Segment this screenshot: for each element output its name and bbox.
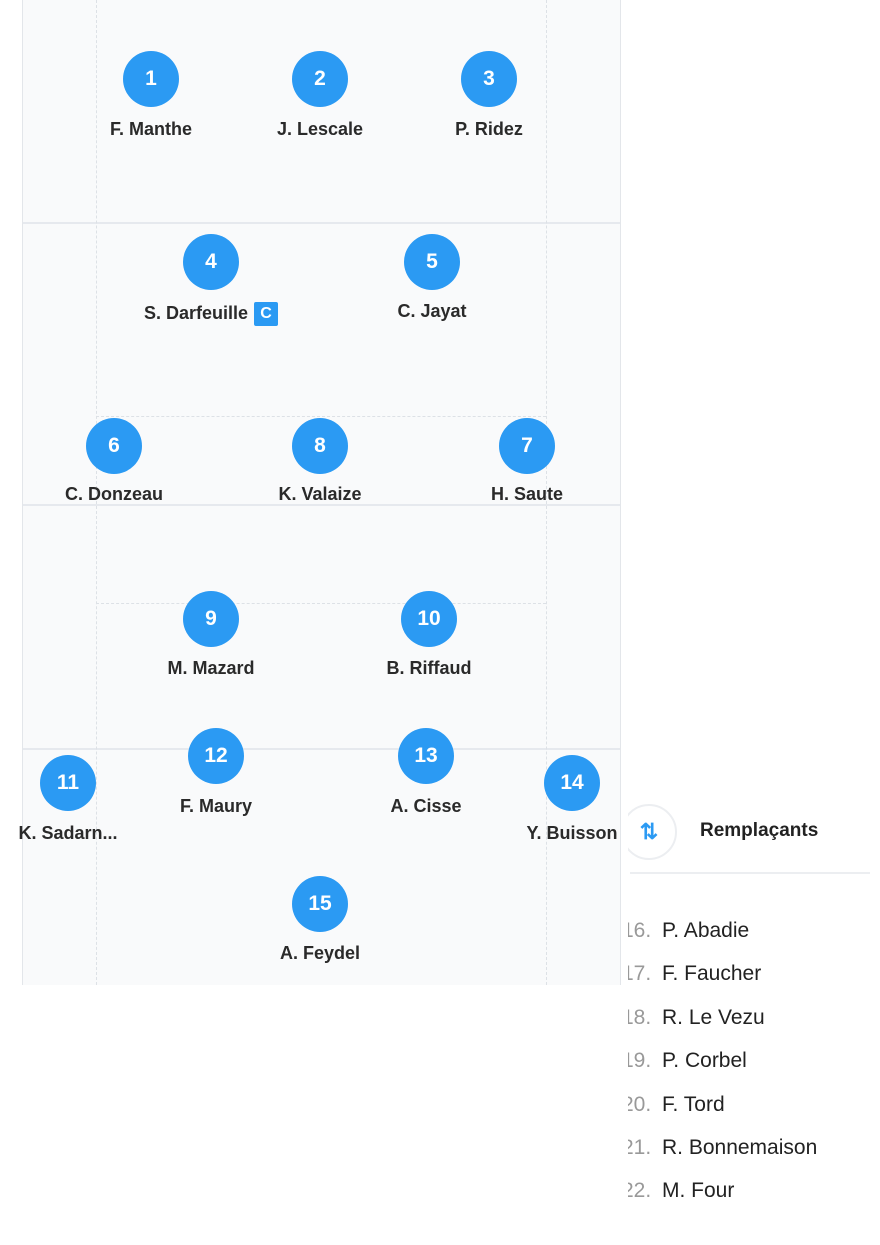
player-name-text: F. Maury — [179, 796, 253, 816]
player-number[interactable]: 10 — [401, 591, 457, 647]
field-line — [23, 748, 620, 750]
dashed-line — [96, 0, 97, 985]
substitutes-panel: ⇅ Remplaçants 16.P. Abadie17.F. Faucher1… — [628, 800, 880, 1220]
substitutes-title: Remplaçants — [700, 820, 819, 841]
substitute-name: P. Corbel — [662, 1049, 747, 1073]
player-number[interactable]: 8 — [292, 418, 348, 474]
player-name[interactable]: F. Manthe — [51, 119, 251, 140]
player-name-text: P. Ridez — [455, 119, 523, 139]
substitute-item[interactable]: 18. R. Le Vezu — [628, 1006, 765, 1030]
substitute-item[interactable]: 19. P. Corbel — [628, 1049, 747, 1073]
substitute-number: 22. — [628, 1179, 652, 1203]
dashed-line — [96, 603, 546, 604]
substitute-name: R. Le Vezu — [662, 1005, 765, 1029]
substitute-name: M. Four — [662, 1179, 735, 1203]
player-number[interactable]: 4 — [183, 234, 239, 290]
divider — [630, 872, 870, 874]
player-name-text: Y. Buisson — [526, 823, 618, 843]
player-number[interactable]: 7 — [499, 418, 555, 474]
player-name[interactable]: Y. Buisson — [472, 823, 672, 844]
player-name-text: A. Feydel — [279, 943, 361, 963]
substitute-name: F. Faucher — [662, 962, 762, 986]
player-name[interactable]: A. Feydel — [220, 943, 420, 964]
player-name-text: C. Jayat — [397, 301, 467, 321]
dashed-line — [546, 0, 547, 985]
player-number[interactable]: 9 — [183, 591, 239, 647]
player-number[interactable]: 6 — [86, 418, 142, 474]
player-name-text: B. Riffaud — [386, 658, 472, 678]
player-name[interactable]: K. Sadarn... — [0, 823, 168, 844]
player-name-text: A. Cisse — [390, 796, 462, 816]
substitute-name: P. Abadie — [662, 919, 750, 942]
player-number[interactable]: 13 — [398, 728, 454, 784]
player-number[interactable]: 5 — [404, 234, 460, 290]
player-name-text: J. Lescale — [276, 119, 364, 139]
player-name-text: K. Sadarn... — [18, 823, 118, 843]
player-name-text: H. Saute — [490, 484, 564, 504]
player-name[interactable]: B. Riffaud — [329, 658, 529, 679]
player-name[interactable]: K. Valaize — [220, 484, 420, 505]
substitute-number: 16. — [628, 919, 652, 942]
player-name[interactable]: A. Cisse — [326, 796, 526, 817]
player-number[interactable]: 1 — [123, 51, 179, 107]
player-name[interactable]: F. Maury — [116, 796, 316, 817]
player-name[interactable]: C. Donzeau — [14, 484, 214, 505]
substitute-number: 21. — [628, 1136, 652, 1159]
pitch — [22, 0, 621, 985]
player-number[interactable]: 2 — [292, 51, 348, 107]
substitute-number: 17. — [628, 962, 652, 986]
player-name-text: M. Mazard — [167, 658, 255, 678]
player-name[interactable]: M. Mazard — [111, 658, 311, 679]
substitute-item[interactable]: 20. F. Tord — [628, 1093, 725, 1117]
substitute-item[interactable]: 21. R. Bonnemaison — [628, 1136, 817, 1160]
dashed-line — [96, 416, 546, 417]
substitute-item[interactable]: 17. F. Faucher — [628, 962, 761, 986]
player-number[interactable]: 11 — [40, 755, 96, 811]
player-name[interactable]: C. Jayat — [332, 301, 532, 322]
substitute-number: 20. — [628, 1092, 652, 1116]
player-name-text: C. Donzeau — [64, 484, 163, 504]
field-line — [23, 504, 620, 506]
substitute-item[interactable]: 22. M. Four — [628, 1179, 734, 1203]
player-name[interactable]: P. Ridez — [389, 119, 589, 140]
player-number[interactable]: 3 — [461, 51, 517, 107]
player-number[interactable]: 12 — [188, 728, 244, 784]
substitute-number: 19. — [628, 1049, 652, 1073]
swap-icon: ⇅ — [628, 804, 677, 860]
player-name-text: S. Darfeuille — [143, 302, 249, 323]
field-line — [23, 222, 620, 224]
player-name[interactable]: J. Lescale — [220, 119, 420, 140]
substitute-number: 18. — [628, 1005, 652, 1029]
player-name[interactable]: H. Saute — [427, 484, 627, 505]
substitute-name: R. Bonnemaison — [662, 1136, 818, 1159]
captain-badge: C — [254, 302, 279, 326]
player-number[interactable]: 15 — [292, 876, 348, 932]
player-name-text: K. Valaize — [278, 484, 362, 504]
substitute-item[interactable]: 16. P. Abadie — [628, 919, 749, 943]
substitute-name: F. Tord — [662, 1092, 725, 1116]
player-number[interactable]: 14 — [544, 755, 600, 811]
player-name-text: F. Manthe — [109, 119, 192, 139]
